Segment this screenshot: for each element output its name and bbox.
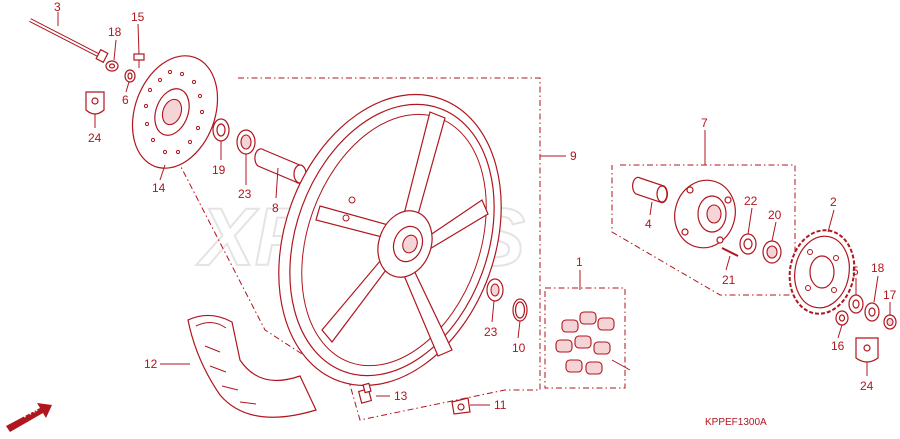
callout-24-left: 24 bbox=[88, 131, 102, 145]
callout-21: 21 bbox=[722, 273, 736, 287]
air-valve[interactable] bbox=[357, 382, 373, 404]
wheel-bearing-left[interactable] bbox=[236, 129, 256, 155]
driven-sprocket[interactable] bbox=[783, 225, 861, 319]
sprocket-collar[interactable] bbox=[848, 294, 864, 314]
front-direction-indicator: FR. bbox=[6, 403, 52, 432]
damper-group-outline bbox=[544, 287, 626, 389]
callout-19: 19 bbox=[212, 163, 226, 177]
pin[interactable] bbox=[721, 247, 739, 257]
leader-lines bbox=[57, 12, 891, 406]
flange-bearing[interactable] bbox=[762, 240, 782, 264]
callout-12: 12 bbox=[144, 357, 158, 371]
valve-cap[interactable] bbox=[451, 397, 471, 415]
rear-inner-fender[interactable] bbox=[187, 314, 317, 418]
axle-washer[interactable] bbox=[105, 60, 119, 72]
callout-2: 2 bbox=[830, 195, 837, 209]
wheel-damper-rubbers[interactable] bbox=[555, 311, 615, 375]
axle-washer-right[interactable] bbox=[864, 302, 880, 322]
callout-22: 22 bbox=[744, 194, 758, 208]
final-driven-flange[interactable] bbox=[667, 173, 743, 254]
callout-20: 20 bbox=[768, 208, 782, 222]
disc-holes bbox=[143, 69, 205, 155]
callout-14: 14 bbox=[152, 181, 166, 195]
callout-18-left: 18 bbox=[108, 25, 122, 39]
hub-assembly-outline bbox=[611, 164, 796, 296]
diagram-code: KPPEF1300A bbox=[705, 417, 767, 428]
dust-seal[interactable] bbox=[212, 118, 230, 142]
sprocket-nut[interactable] bbox=[835, 310, 849, 326]
callout-17: 17 bbox=[883, 288, 897, 302]
disc-bolt[interactable] bbox=[133, 53, 145, 68]
chain-adjuster-plate-right[interactable] bbox=[855, 337, 879, 363]
callout-15: 15 bbox=[131, 10, 145, 24]
callout-5: 5 bbox=[852, 264, 859, 278]
callout-23-left: 23 bbox=[238, 187, 252, 201]
rear-wheel[interactable] bbox=[240, 63, 540, 417]
flange-collar[interactable] bbox=[632, 176, 668, 204]
callout-23-right: 23 bbox=[484, 325, 498, 339]
oil-seal[interactable] bbox=[739, 233, 757, 255]
o-ring[interactable] bbox=[512, 298, 528, 322]
callout-8: 8 bbox=[272, 201, 279, 215]
rear-axle[interactable] bbox=[29, 18, 109, 64]
callout-13: 13 bbox=[394, 389, 408, 403]
front-label: FR. bbox=[20, 403, 40, 420]
chain-adjuster-plate-left[interactable] bbox=[85, 91, 105, 115]
callout-18-right: 18 bbox=[871, 261, 885, 275]
axle-collar[interactable] bbox=[124, 69, 136, 83]
brake-disc[interactable] bbox=[118, 44, 233, 180]
callout-9: 9 bbox=[570, 149, 577, 163]
callout-6: 6 bbox=[122, 93, 129, 107]
callout-11: 11 bbox=[494, 398, 507, 412]
callout-24-right: 24 bbox=[860, 379, 874, 393]
callout-7: 7 bbox=[701, 116, 708, 130]
callout-10: 10 bbox=[512, 341, 526, 355]
axle-nut[interactable] bbox=[883, 314, 897, 330]
front-arrow-icon bbox=[6, 403, 52, 432]
callout-4: 4 bbox=[645, 217, 652, 231]
wheel-assembly-outline bbox=[179, 77, 541, 421]
callout-1: 1 bbox=[576, 255, 583, 269]
callout-16: 16 bbox=[831, 339, 845, 353]
distance-collar[interactable] bbox=[254, 148, 307, 184]
wheel-bearing-right[interactable] bbox=[486, 278, 504, 302]
callout-3: 3 bbox=[54, 0, 61, 14]
